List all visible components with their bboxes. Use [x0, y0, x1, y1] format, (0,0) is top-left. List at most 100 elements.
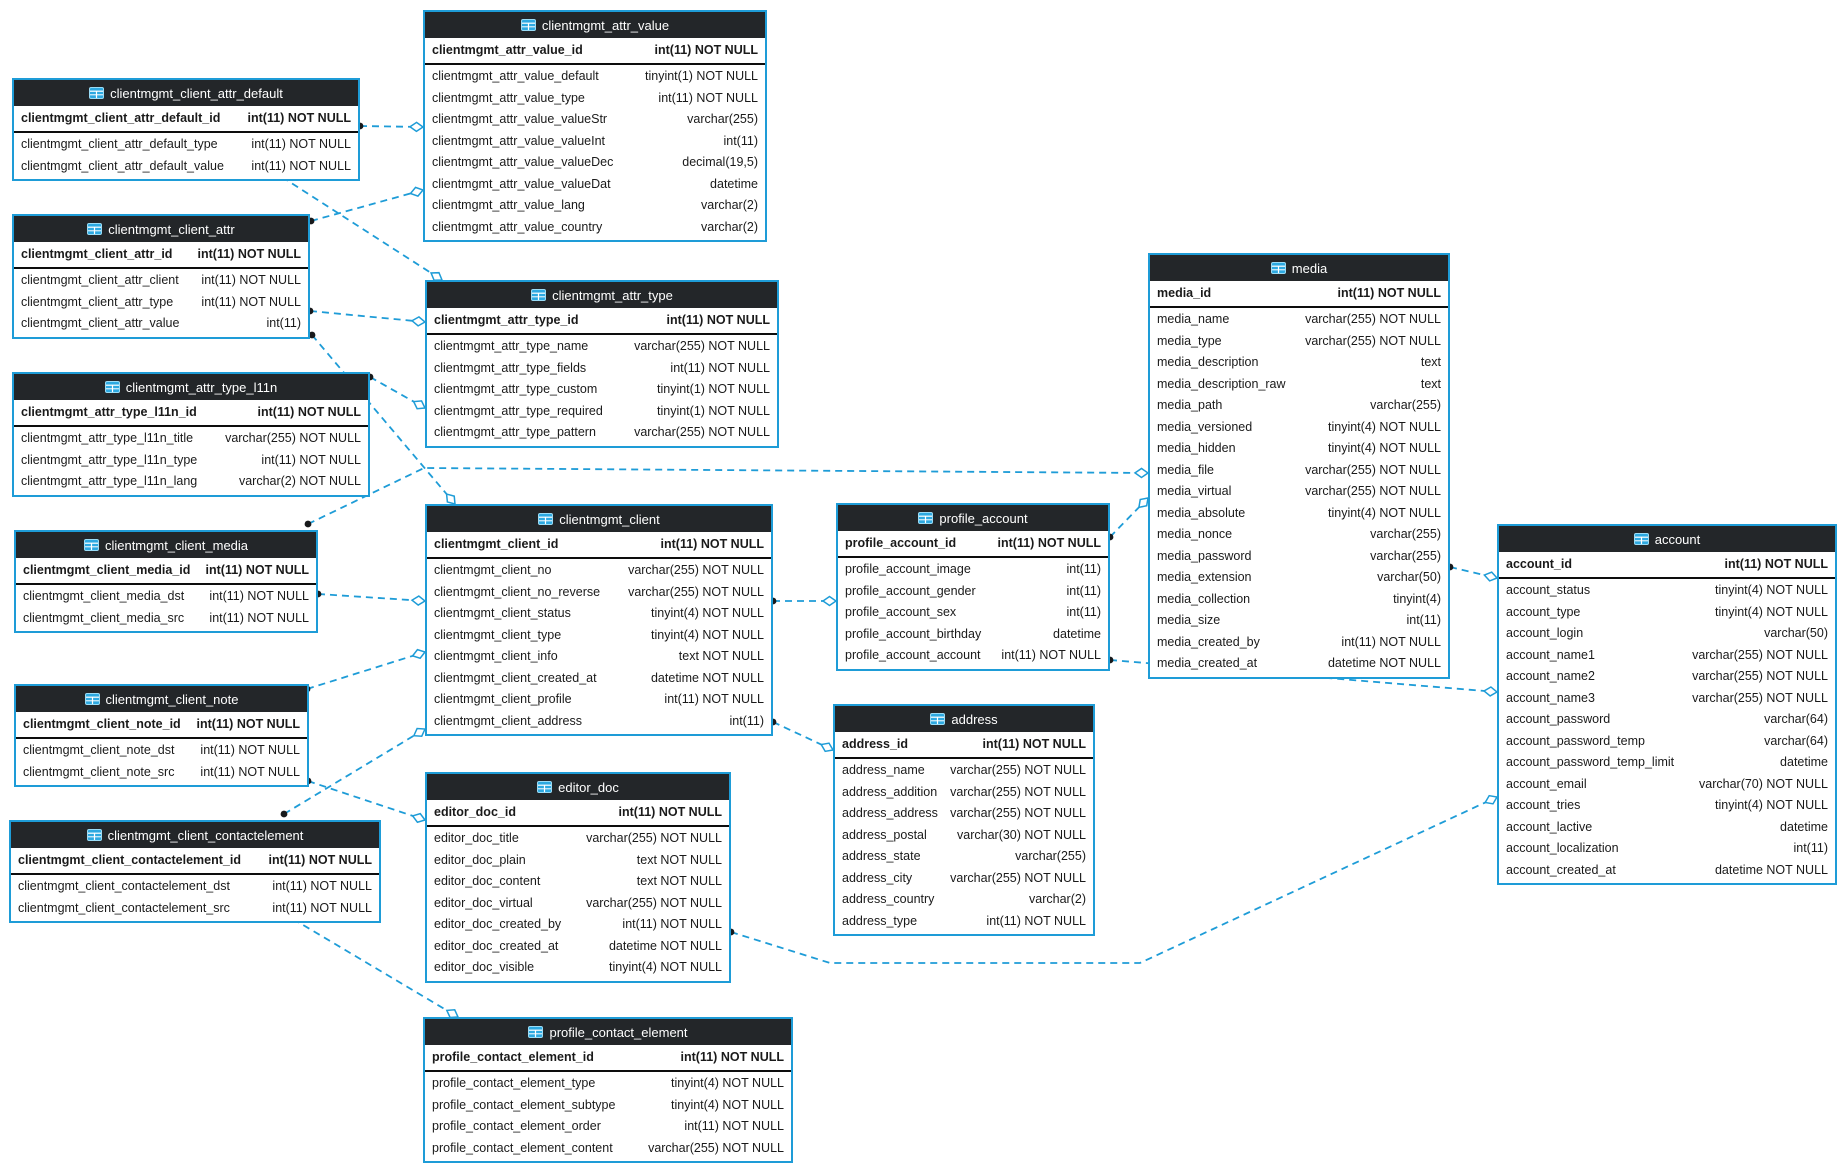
column-type: int(11) NOT NULL	[201, 294, 301, 309]
table-clientmgmt_client_media[interactable]: clientmgmt_client_media clientmgmt_clien…	[14, 530, 318, 633]
column-type: varchar(255) NOT NULL	[1305, 462, 1441, 477]
column-name: account_type	[1506, 604, 1581, 619]
table-clientmgmt_client_contactelement[interactable]: clientmgmt_client_contactelement clientm…	[9, 820, 381, 923]
column-name: clientmgmt_attr_type_l11n_type	[21, 452, 198, 467]
column-type: tinyint(4) NOT NULL	[1715, 583, 1828, 597]
table-clientmgmt_client_note[interactable]: clientmgmt_client_note clientmgmt_client…	[14, 684, 309, 787]
column-name: clientmgmt_attr_value_lang	[432, 198, 585, 212]
table-header[interactable]: clientmgmt_client_attr_default	[14, 80, 358, 106]
primary-key-row: media_id int(11) NOT NULL	[1150, 281, 1448, 308]
column-name: clientmgmt_client_attr_type	[21, 294, 174, 309]
table-header[interactable]: clientmgmt_attr_type_l11n	[14, 374, 368, 400]
table-header[interactable]: clientmgmt_attr_type	[427, 282, 777, 308]
column-type: int(11) NOT NULL	[986, 913, 1086, 928]
table-header[interactable]: clientmgmt_client_attr	[14, 216, 308, 242]
relationship-clientmgmt_client_attr--clientmgmt_client[interactable]	[311, 334, 456, 505]
table-header[interactable]: editor_doc	[427, 774, 729, 800]
relationship-clientmgmt_client_attr_default--clientmgmt_attr_type[interactable]	[281, 176, 443, 281]
table-clientmgmt_attr_value[interactable]: clientmgmt_attr_value clientmgmt_attr_va…	[423, 10, 767, 242]
table-title: account	[1654, 531, 1701, 547]
column-name: media_file	[1157, 462, 1214, 477]
table-clientmgmt_client_attr_default[interactable]: clientmgmt_client_attr_default clientmgm…	[12, 78, 360, 181]
table-header[interactable]: clientmgmt_attr_value	[425, 12, 765, 38]
table-title: editor_doc	[558, 779, 619, 795]
relationship-clientmgmt_client_note--clientmgmt_client[interactable]	[306, 651, 426, 690]
column-type: tinyint(1) NOT NULL	[645, 69, 758, 83]
column-type: int(11)	[723, 133, 758, 148]
table-header[interactable]: clientmgmt_client_contactelement	[11, 822, 379, 848]
column-name: clientmgmt_client_attr_default_value	[21, 158, 224, 173]
table-clientmgmt_client[interactable]: clientmgmt_client clientmgmt_client_id i…	[425, 504, 773, 736]
relationship-profile_account--media[interactable]	[1109, 497, 1149, 538]
primary-key-row: address_id int(11) NOT NULL	[835, 732, 1093, 759]
column-name: profile_contact_element_type	[432, 1076, 596, 1090]
table-profile_account[interactable]: profile_account profile_account_id int(1…	[836, 503, 1110, 671]
column-type: varchar(255)	[687, 112, 758, 126]
relationship-clientmgmt_client_note--editor_doc[interactable]	[307, 780, 426, 821]
table-header[interactable]: account	[1499, 526, 1835, 552]
relationship-clientmgmt_client_attr--clientmgmt_attr_value[interactable]	[310, 189, 424, 222]
column-type: int(11) NOT NULL	[664, 692, 764, 706]
table-editor_doc[interactable]: editor_doc editor_doc_id int(11) NOT NUL…	[425, 772, 731, 983]
column-name: address_address	[842, 806, 938, 820]
column-type: tinyint(4) NOT NULL	[1328, 441, 1441, 455]
table-profile_contact_element[interactable]: profile_contact_element profile_contact_…	[423, 1017, 793, 1163]
column-type: varchar(30) NOT NULL	[957, 827, 1086, 842]
table-media[interactable]: media media_id int(11) NOT NULL media_na…	[1148, 253, 1450, 679]
table-header[interactable]: profile_account	[838, 505, 1108, 531]
table-account[interactable]: account account_id int(11) NOT NULL acco…	[1497, 524, 1837, 885]
table-title: clientmgmt_attr_type	[552, 287, 673, 303]
relationship-clientmgmt_client_contactelement--clientmgmt_client[interactable]	[283, 728, 426, 815]
table-clientmgmt_attr_type[interactable]: clientmgmt_attr_type clientmgmt_attr_typ…	[425, 280, 779, 448]
column-type: tinyint(4) NOT NULL	[671, 1076, 784, 1090]
column-name: account_lactive	[1506, 819, 1593, 834]
column-name: clientmgmt_client_media_src	[23, 610, 185, 625]
column-type: tinyint(4) NOT NULL	[1328, 505, 1441, 520]
column-type: int(11) NOT NULL	[1724, 557, 1828, 571]
column-type: int(11) NOT NULL	[618, 805, 722, 819]
column-type: int(11) NOT NULL	[670, 360, 770, 375]
table-header[interactable]: clientmgmt_client_media	[16, 532, 316, 558]
table-header[interactable]: clientmgmt_client	[427, 506, 771, 532]
relationship-clientmgmt_client_attr--clientmgmt_attr_type[interactable]	[309, 310, 426, 323]
relationship-clientmgmt_client_media--clientmgmt_client[interactable]	[317, 593, 426, 602]
relationship-clientmgmt_client_contactelement--profile_contact_element[interactable]	[292, 918, 459, 1018]
column-type: int(11)	[1066, 605, 1101, 619]
relationship-editor_doc--account[interactable]	[730, 796, 1498, 964]
column-type: varchar(2)	[1029, 892, 1086, 906]
column-type: int(11) NOT NULL	[1001, 648, 1101, 662]
table-address[interactable]: address address_id int(11) NOT NULL addr…	[833, 704, 1095, 936]
table-clientmgmt_attr_type_l11n[interactable]: clientmgmt_attr_type_l11n clientmgmt_att…	[12, 372, 370, 497]
table-header[interactable]: clientmgmt_client_note	[16, 686, 307, 712]
table-header[interactable]: address	[835, 706, 1093, 732]
cardinality-diamond	[410, 315, 427, 327]
table-header[interactable]: media	[1150, 255, 1448, 281]
cardinality-diamond	[445, 493, 456, 506]
column-type: varchar(255) NOT NULL	[950, 763, 1086, 777]
column-type: varchar(255) NOT NULL	[950, 784, 1086, 799]
column-name: account_password_temp_limit	[1506, 755, 1675, 769]
relationship-clientmgmt_client_media--media[interactable]	[307, 467, 1149, 525]
table-header[interactable]: profile_contact_element	[425, 1019, 791, 1045]
table-clientmgmt_client_attr[interactable]: clientmgmt_client_attr clientmgmt_client…	[12, 214, 310, 339]
column-name: media_hidden	[1157, 441, 1236, 455]
